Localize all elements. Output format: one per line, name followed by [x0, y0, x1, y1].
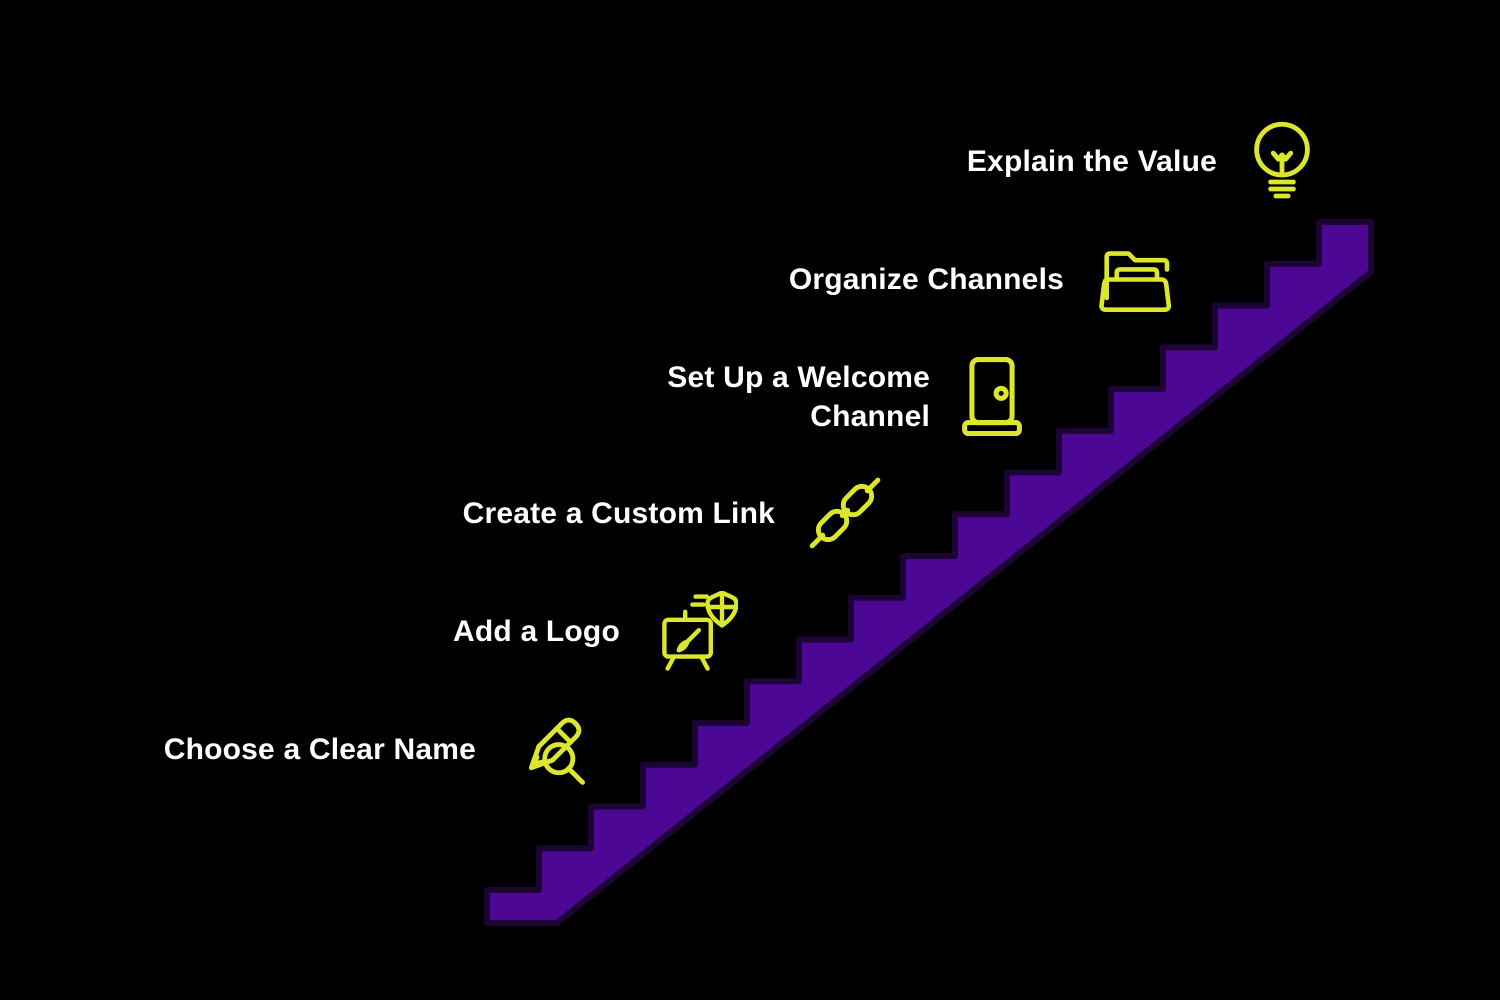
step-item-clear-name: Choose a Clear Name	[164, 701, 594, 797]
chain-link-icon	[805, 473, 885, 553]
lightbulb-icon	[1247, 117, 1317, 205]
step-label: Set Up a Welcome Channel	[667, 361, 930, 433]
step-item-welcome-channel: Set Up a Welcome Channel	[667, 349, 1024, 445]
step-label: Add a Logo	[453, 614, 620, 648]
staircase-path	[484, 219, 1374, 926]
open-folder-icon	[1094, 246, 1178, 313]
step-item-custom-link: Create a Custom Link	[433, 465, 885, 561]
step-item-explain-value: Explain the Value	[967, 113, 1317, 209]
step-label: Create a Custom Link	[462, 496, 775, 530]
step-item-add-logo: Add a Logo	[453, 583, 738, 679]
pencil-search-icon	[506, 705, 594, 793]
step-item-organize-channels: Organize Channels	[789, 231, 1178, 327]
door-icon	[960, 355, 1024, 439]
easel-shield-icon	[650, 591, 738, 671]
step-label: Choose a Clear Name	[163, 732, 476, 766]
step-label: Explain the Value	[966, 144, 1217, 178]
step-label: Organize Channels	[788, 262, 1064, 296]
